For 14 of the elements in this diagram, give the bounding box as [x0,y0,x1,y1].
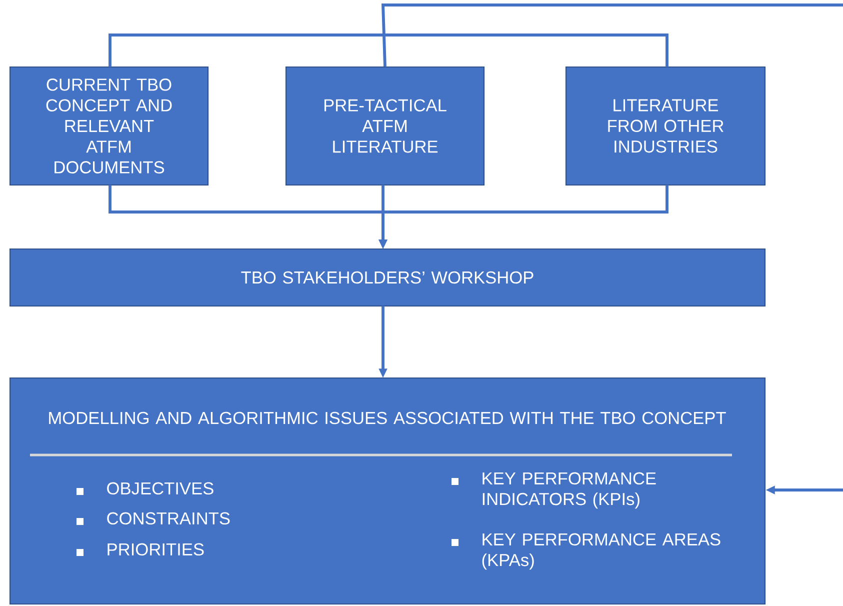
workshop-box: TBO STAKEHOLDERS’ WORKSHOP [9,248,766,307]
heading: MODELLING AND ALGORITHMIC ISSUES ASSOCIATED WITH THE TBO CONCEPT [49,412,726,424]
bullet-item: OBJECTIVES [76,482,214,495]
bullet-item: KEY PERFORMANCE INDICATORS (KPIs) [452,472,656,509]
connector-line [383,34,668,67]
connector-line [381,4,843,67]
source-box: CURRENT TBO CONCEPT AND RELEVANT ATFM DOCUMENTS [9,66,209,186]
bullet-item: CONSTRAINTS [76,512,230,525]
process-box [9,377,766,605]
connector-line [108,34,383,67]
source-box: LITERATURE FROM OTHER INDUSTRIES [565,66,766,186]
source-box: PRE-TACTICAL ATFM LITERATURE [285,66,485,186]
bullet-item: PRIORITIES [76,543,204,556]
bullet-item: KEY PERFORMANCE AREAS (KPAs) [452,533,720,570]
